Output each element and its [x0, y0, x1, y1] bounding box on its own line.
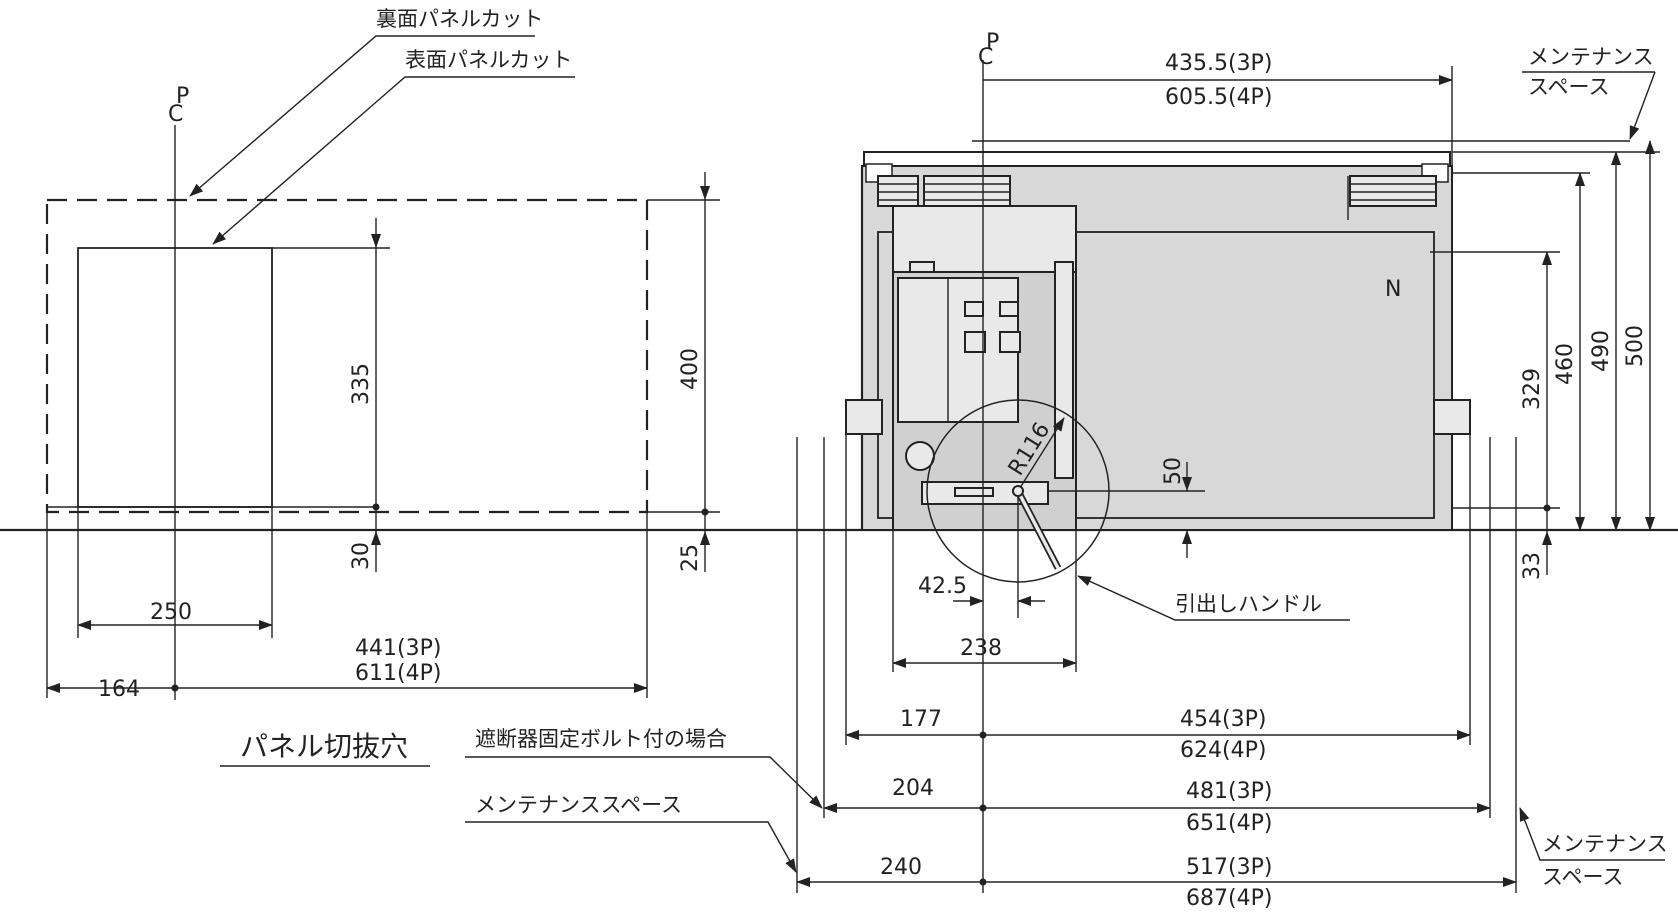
cp-label-left-sup: P	[176, 84, 189, 109]
button-4	[999, 331, 1021, 353]
dim-30: 30	[349, 542, 374, 570]
maintenance-right-1: メンテナンス	[1542, 832, 1668, 856]
front-cut-leader	[212, 76, 575, 245]
dim-25: 25	[678, 544, 703, 572]
dim-164: 164	[98, 677, 140, 702]
dim-238: 238	[960, 636, 1002, 661]
dim-240: 240	[880, 855, 922, 880]
dim-204: 204	[892, 776, 934, 801]
button-1	[964, 301, 984, 317]
panel-cutout-view: C P 裏面パネルカット 表面パネルカット 335 30 400 25 250	[45, 7, 720, 767]
cp-label-left: C	[168, 102, 183, 127]
dim-33: 33	[1520, 552, 1545, 580]
dim-250: 250	[150, 600, 192, 625]
vertical-bar	[1054, 261, 1074, 479]
dim-624: 624(4P)	[1180, 738, 1266, 763]
rear-panel-cut-label: 裏面パネルカット	[376, 7, 543, 31]
n-mark: N	[1385, 277, 1401, 302]
top-rail	[863, 151, 1451, 167]
dim-329: 329	[1520, 368, 1545, 410]
inner-frame	[877, 231, 1435, 519]
dim-441: 441(3P)	[355, 636, 441, 661]
front-panel-cut-label: 表面パネルカット	[405, 48, 572, 72]
maintenance-bottom-label: メンテナンススペース	[475, 793, 682, 817]
dim-517: 517(3P)	[1186, 855, 1272, 880]
bolt-fixed-label: 遮断器固定ボルト付の場合	[475, 727, 727, 751]
cp-label-right-sup: P	[986, 30, 999, 55]
rear-cut-leader	[189, 35, 535, 197]
dim-481: 481(3P)	[1186, 779, 1272, 804]
button-2	[999, 301, 1019, 317]
dim-605: 605.5(4P)	[1165, 85, 1272, 110]
panel-cutout-title: パネル切抜穴	[240, 730, 408, 763]
side-handle-right	[1433, 399, 1471, 435]
dim-490: 490	[1589, 330, 1614, 372]
vent-grille-left	[877, 175, 1011, 207]
rear-panel-cut-outline	[45, 198, 649, 514]
dim-400: 400	[678, 348, 703, 390]
dim-651: 651(4P)	[1186, 811, 1272, 836]
maintenance-top-1: メンテナンス	[1528, 45, 1654, 69]
dim-687: 687(4P)	[1186, 886, 1272, 911]
dim-435: 435.5(3P)	[1165, 51, 1272, 76]
dim-177: 177	[900, 707, 942, 732]
side-handle-left	[845, 399, 883, 435]
button-3	[964, 331, 986, 353]
dim-500: 500	[1623, 325, 1648, 367]
dim-460: 460	[1553, 343, 1578, 385]
vent-grille-right	[1349, 175, 1437, 207]
maintenance-top-2: スペース	[1528, 75, 1609, 99]
dim-454: 454(3P)	[1180, 707, 1266, 732]
dim-42: 42.5	[918, 574, 967, 599]
draw-handle-label: 引出しハンドル	[1175, 592, 1322, 616]
dim-611: 611(4P)	[355, 661, 441, 686]
maintenance-right-2: スペース	[1542, 865, 1623, 889]
cp-label-right: C	[978, 45, 993, 70]
control-panel	[897, 277, 1019, 423]
dim-50: 50	[1161, 457, 1186, 485]
dim-335: 335	[349, 363, 374, 405]
breaker-side-view: R116 N C P 435.5(3P) 605.5(4P) メンテナンス スペ…	[465, 30, 1668, 911]
